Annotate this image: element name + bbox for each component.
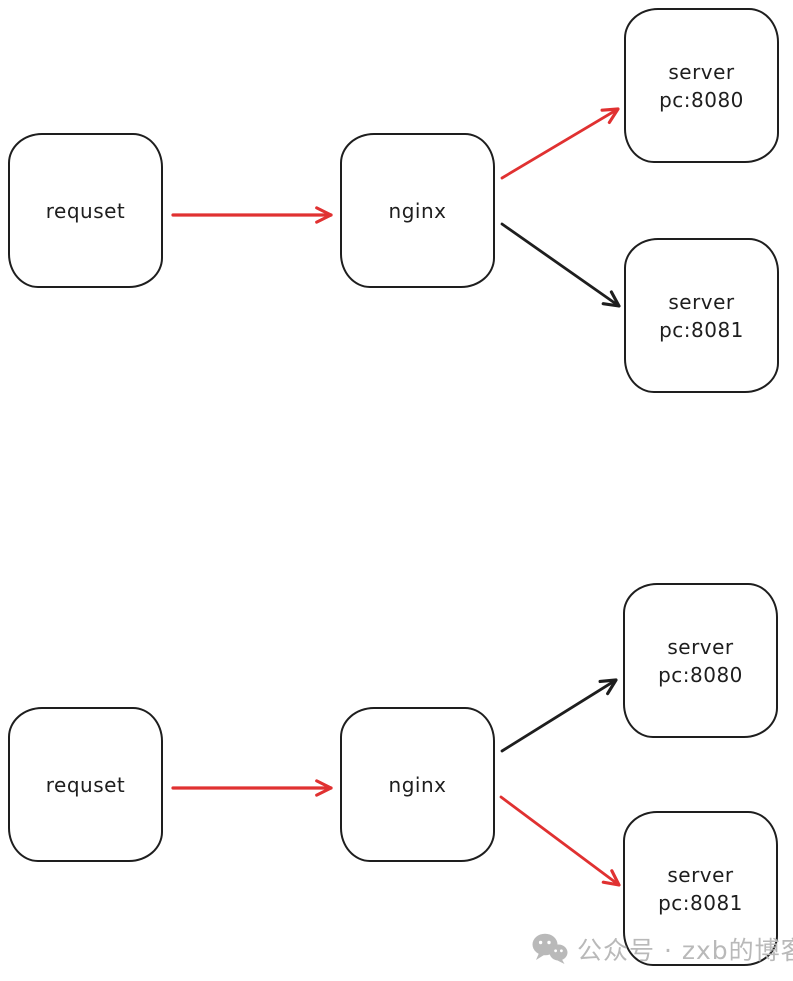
node-nginx-top: nginx bbox=[340, 133, 495, 288]
node-request-bottom-label: requset bbox=[45, 772, 126, 797]
node-server-8081-bottom-line1: server bbox=[667, 862, 734, 887]
wechat-icon bbox=[532, 933, 568, 964]
node-server-8081-top: server pc:8081 bbox=[624, 238, 779, 393]
node-server-8080-bottom-line2: pc:8080 bbox=[658, 662, 743, 687]
arrow-top-nginx-to-8080 bbox=[500, 107, 620, 180]
node-server-8080-top: server pc:8080 bbox=[624, 8, 779, 163]
node-nginx-top-label: nginx bbox=[388, 198, 447, 223]
node-nginx-bottom-label: nginx bbox=[388, 772, 447, 797]
node-request-bottom: requset bbox=[8, 707, 163, 862]
watermark-text: 公众号 · zxb的博客 bbox=[577, 936, 793, 965]
watermark: 公众号 · zxb的博客 bbox=[532, 931, 793, 967]
node-nginx-bottom: nginx bbox=[340, 707, 495, 862]
node-server-8080-bottom-line1: server bbox=[667, 634, 734, 659]
node-request-top-label: requset bbox=[45, 198, 126, 223]
node-server-8080-bottom: server pc:8080 bbox=[623, 583, 778, 738]
node-server-8080-top-line1: server bbox=[668, 59, 735, 84]
node-server-8081-bottom: server pc:8081 bbox=[623, 811, 778, 966]
node-server-8081-top-line2: pc:8081 bbox=[659, 317, 744, 342]
arrow-bottom-nginx-to-8080 bbox=[500, 678, 618, 753]
node-server-8081-top-line1: server bbox=[668, 289, 735, 314]
node-server-8080-top-line2: pc:8080 bbox=[659, 87, 744, 112]
arrow-top-nginx-to-8081 bbox=[500, 222, 621, 308]
node-server-8081-bottom-line2: pc:8081 bbox=[658, 890, 743, 915]
arrow-bottom-nginx-to-8081 bbox=[499, 795, 621, 887]
node-request-top: requset bbox=[8, 133, 163, 288]
